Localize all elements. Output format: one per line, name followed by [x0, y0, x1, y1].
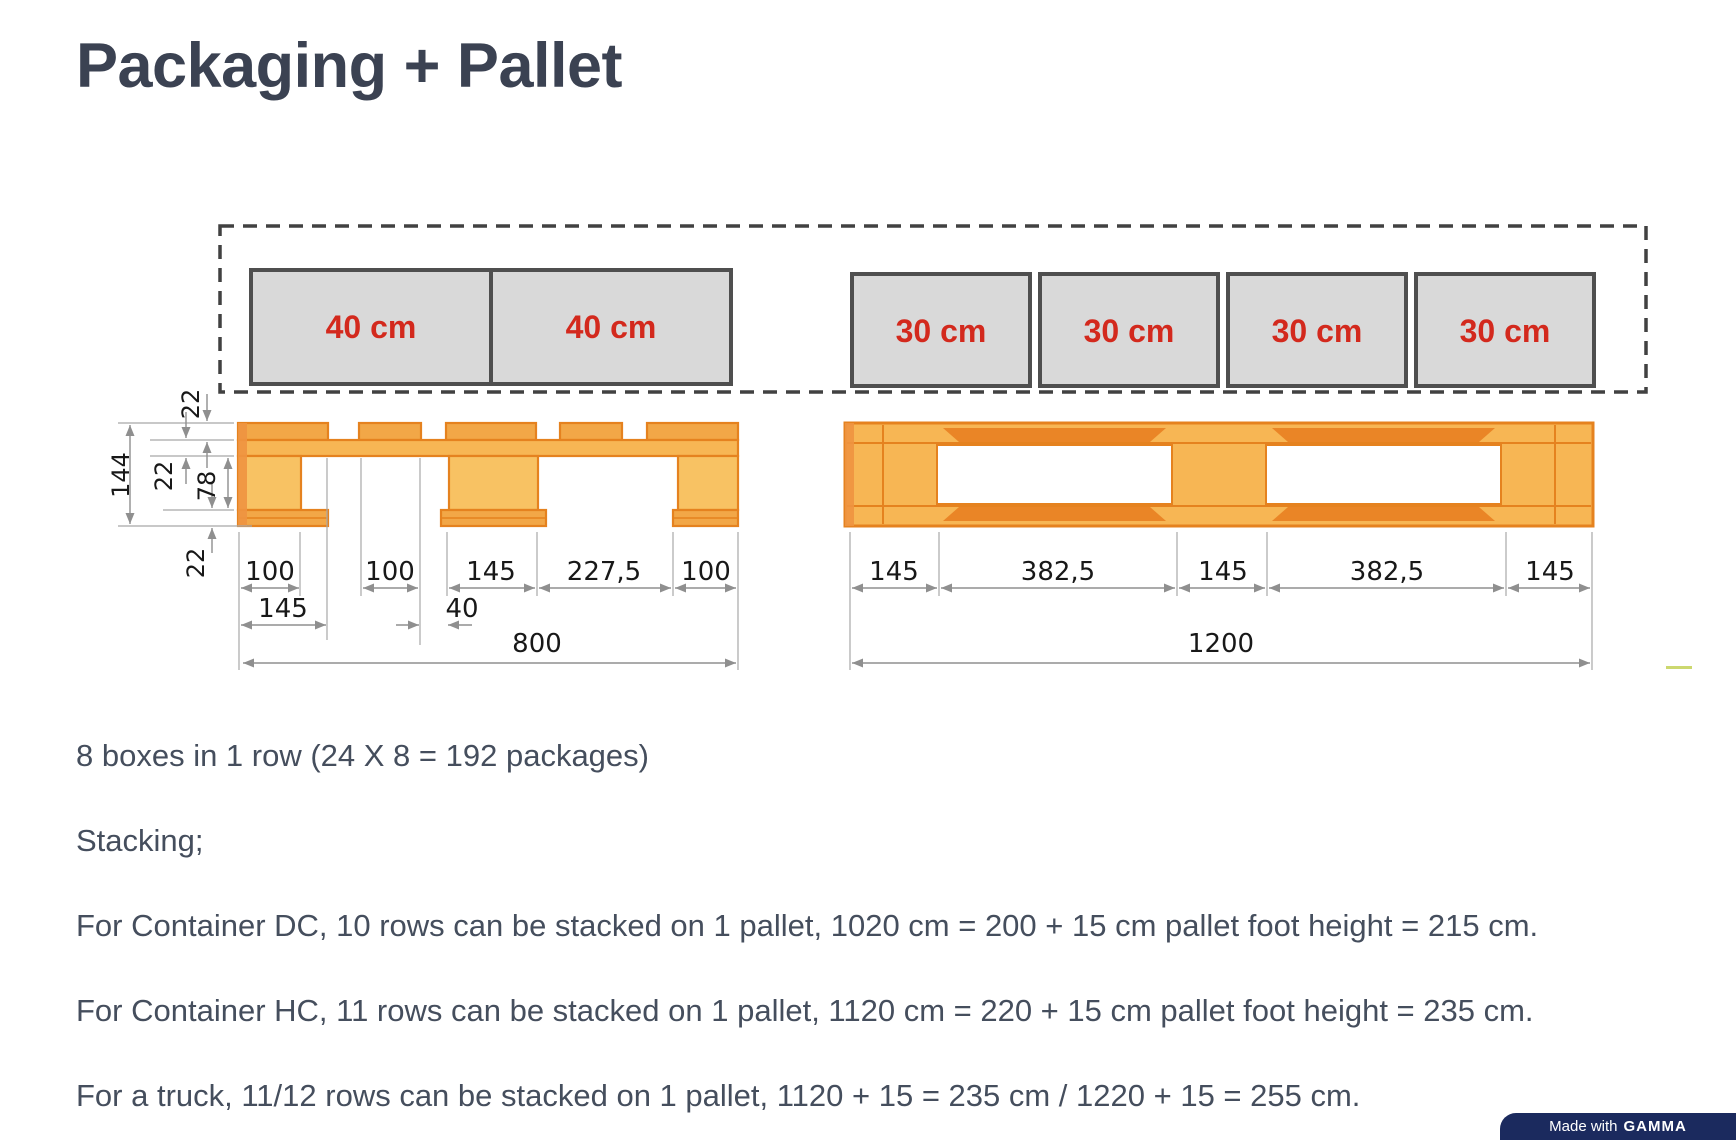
dim-left-100c: 100 — [681, 557, 731, 587]
box-40cm-2-label: 40 cm — [566, 309, 657, 345]
pallet-800-side-view — [236, 421, 740, 528]
pallet-1200-rail-bevels — [943, 428, 1495, 521]
pallet-1200-openings — [936, 444, 1502, 505]
pallet-800-left-edge — [238, 423, 247, 526]
dim-vert-22-top: 22 — [177, 389, 205, 420]
dim-vert-144-total: 144 — [107, 452, 135, 498]
dimension-lines — [125, 394, 1590, 668]
note-packages-per-row: 8 boxes in 1 row (24 X 8 = 192 packages) — [76, 738, 649, 773]
pallet-1200-left-edge — [845, 423, 854, 526]
packaging-row-dashed-outline — [218, 224, 1648, 394]
box-30cm-2 — [1038, 272, 1220, 388]
note-stacking-heading: Stacking; — [76, 823, 204, 858]
note-container-hc: For Container HC, 11 rows can be stacked… — [76, 993, 1534, 1028]
badge-brand-logo: GAMMA — [1623, 1118, 1687, 1135]
dim-vert-22-deck: 22 — [150, 461, 178, 492]
pallet-packaging-diagram: 40 cm 40 cm 30 cm 30 cm 30 cm 30 cm — [107, 224, 1692, 670]
stray-green-mark — [1666, 666, 1692, 669]
box-30cm-4 — [1414, 272, 1596, 388]
dim-right-382-5a: 382,5 — [1021, 557, 1095, 587]
dimension-extension-lines — [118, 422, 1593, 670]
box-30cm-4-label: 30 cm — [1460, 313, 1551, 349]
boxes-40cm: 40 cm 40 cm — [249, 268, 733, 386]
note-truck: For a truck, 11/12 rows can be stacked o… — [76, 1078, 1361, 1113]
badge-prefix: Made with — [1549, 1118, 1618, 1135]
dim-left-227-5: 227,5 — [567, 557, 641, 587]
box-30cm-1 — [850, 272, 1032, 388]
box-40cm-2 — [489, 268, 733, 386]
pallet-800-top-boards — [236, 421, 740, 442]
dim-left-145b: 145 — [258, 594, 308, 624]
box-30cm-2-label: 30 cm — [1084, 313, 1175, 349]
dim-left-145: 145 — [466, 557, 516, 587]
dim-right-145b: 145 — [1198, 557, 1248, 587]
dim-right-145c: 145 — [1525, 557, 1575, 587]
pallet-1200-rail-lines — [847, 425, 1591, 524]
pallet-800-deck-board — [236, 438, 740, 458]
dim-right-overall-1200: 1200 — [1188, 629, 1254, 659]
box-30cm-3 — [1226, 272, 1408, 388]
page-title: Packaging + Pallet — [76, 31, 623, 101]
dim-right-145a: 145 — [869, 557, 919, 587]
note-container-dc: For Container DC, 10 rows can be stacked… — [76, 908, 1539, 943]
dim-left-100b: 100 — [365, 557, 415, 587]
dim-left-40: 40 — [445, 594, 478, 624]
pallet-1200-side-view — [843, 421, 1595, 528]
dim-right-382-5b: 382,5 — [1350, 557, 1424, 587]
boxes-30cm: 30 cm 30 cm 30 cm 30 cm — [850, 272, 1596, 388]
box-40cm-1 — [249, 268, 493, 386]
made-with-badge[interactable]: Made with GAMMA — [1500, 1113, 1736, 1140]
dimension-labels: 100 100 145 227,5 100 145 40 800 145 382… — [107, 389, 1575, 659]
box-40cm-1-label: 40 cm — [326, 309, 417, 345]
pallet-800-blocks — [236, 454, 740, 512]
dim-vert-22-bottom: 22 — [182, 548, 210, 579]
box-30cm-3-label: 30 cm — [1272, 313, 1363, 349]
box-30cm-1-label: 30 cm — [896, 313, 987, 349]
dim-left-100a: 100 — [245, 557, 295, 587]
dim-vert-78-block: 78 — [193, 471, 221, 502]
dim-left-overall-800: 800 — [512, 629, 562, 659]
